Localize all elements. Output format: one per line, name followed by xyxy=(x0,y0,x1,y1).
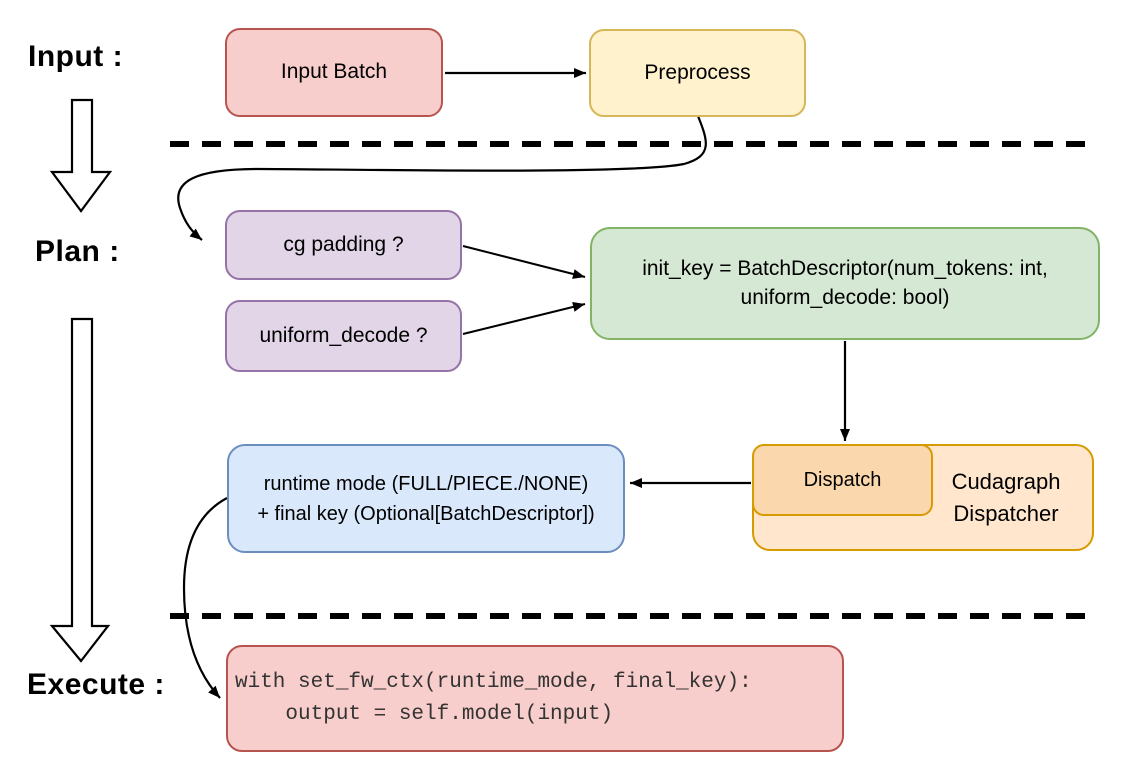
edge-uniformdecode-to-initkey xyxy=(462,302,586,335)
execute-code-line1: with set_fw_ctx(runtime_mode, final_key)… xyxy=(235,670,752,694)
edge-preprocess-to-cgpadding xyxy=(177,115,707,241)
node-init-key: init_key = BatchDescriptor(num_tokens: i… xyxy=(590,227,1100,340)
cudagraph-line2: Dispatcher xyxy=(953,500,1059,526)
node-cg-padding: cg padding ? xyxy=(225,210,462,280)
edge-runtimemode-to-execute xyxy=(182,497,228,699)
cg-padding-label: cg padding ? xyxy=(283,232,404,256)
edge-cgpadding-to-initkey xyxy=(462,245,586,279)
runtime-mode-line2: + final key (Optional[BatchDescriptor]) xyxy=(257,502,595,525)
plan-to-execute-arrow xyxy=(49,317,111,663)
stage-label-execute: Execute : xyxy=(27,668,165,701)
preprocess-label: Preprocess xyxy=(644,60,751,84)
input-to-plan-arrow xyxy=(49,98,113,213)
node-runtime-mode: runtime mode (FULL/PIECE./NONE) + final … xyxy=(227,444,625,553)
init-key-line1: init_key = BatchDescriptor(num_tokens: i… xyxy=(642,257,1048,281)
runtime-mode-line1: runtime mode (FULL/PIECE./NONE) xyxy=(263,472,589,495)
node-preprocess: Preprocess xyxy=(589,29,806,117)
stage-label-input: Input : xyxy=(28,40,124,73)
cudagraph-line1: Cudagraph xyxy=(951,468,1061,494)
dispatch-label: Dispatch xyxy=(803,468,882,491)
node-input-batch: Input Batch xyxy=(225,28,443,117)
input-batch-label: Input Batch xyxy=(280,60,388,84)
cudagraph-dispatcher-label: Cudagraph Dispatcher xyxy=(926,446,1086,549)
init-key-line2: uniform_decode: bool) xyxy=(740,285,950,309)
node-execute-code: with set_fw_ctx(runtime_mode, final_key)… xyxy=(226,645,844,752)
stage-label-plan: Plan : xyxy=(35,235,120,268)
node-dispatch: Dispatch xyxy=(752,444,933,516)
node-uniform-decode: uniform_decode ? xyxy=(225,300,462,372)
uniform-decode-label: uniform_decode ? xyxy=(259,323,428,347)
execute-code-line2: output = self.model(input) xyxy=(235,702,614,726)
